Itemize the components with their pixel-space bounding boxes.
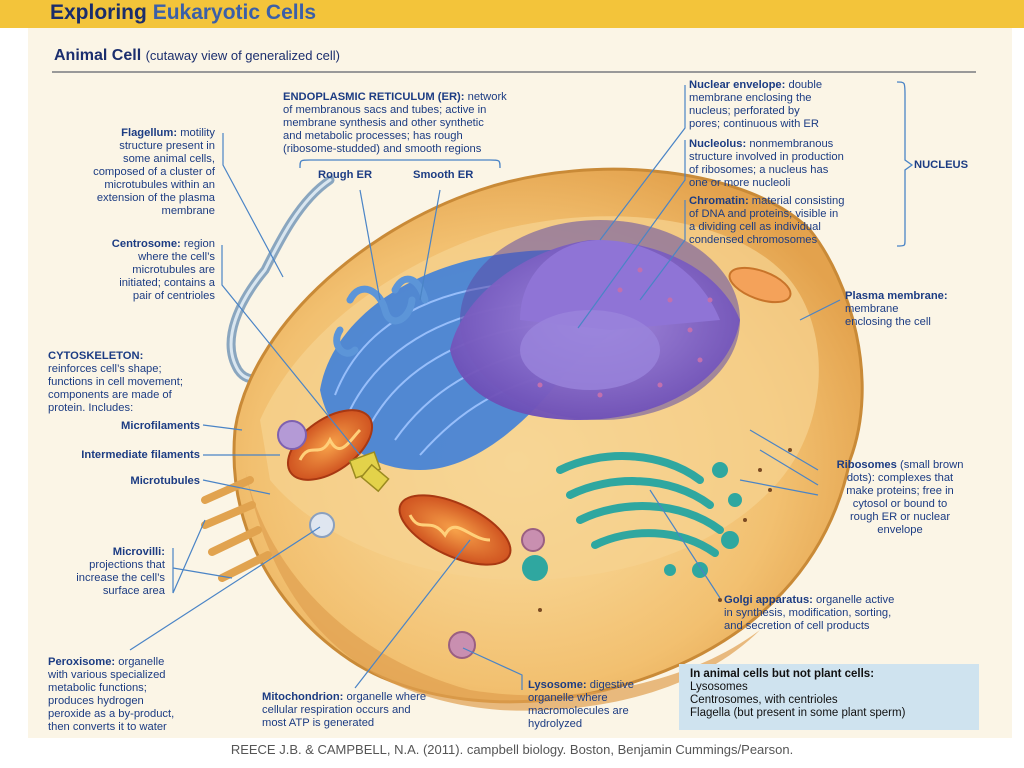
- mitochondrion-label: Mitochondrion: organelle where cellular …: [262, 691, 427, 729]
- nuclear-envelope-label: Nuclear envelope: double membrane enclos…: [689, 79, 823, 130]
- golgi-shape: [556, 452, 724, 557]
- cytoskeleton-label: CYTOSKELETON: reinforces cell’s shape; f…: [48, 350, 183, 414]
- er-label: ENDOPLASMIC RETICULUM (ER): network of m…: [283, 91, 507, 155]
- subtitle-rule: [52, 71, 976, 73]
- microvilli-label: Microvilli: projections that increase th…: [76, 546, 165, 597]
- flagellum-label: Flagellum: motility structure present in…: [93, 127, 215, 217]
- nucleolus-label: Nucleolus: nonmembranous structure invol…: [689, 138, 844, 189]
- info-box: [679, 664, 979, 730]
- rough-er-label: Rough ER: [318, 169, 373, 181]
- intermediate-filaments-label: Intermediate filaments: [81, 449, 200, 461]
- nucleolus-shape: [520, 310, 660, 390]
- chromatin-label: Chromatin: material consisting of DNA an…: [689, 195, 845, 246]
- mitochondrion-shape: [286, 409, 512, 566]
- info-box-text: In animal cells but not plant cells: Lys…: [690, 668, 906, 719]
- nucleus-label: NUCLEUS: [914, 159, 969, 171]
- golgi-label: Golgi apparatus: organelle active in syn…: [724, 594, 895, 632]
- peroxisome-label: Peroxisome: organelle with various speci…: [48, 656, 175, 733]
- plasma-membrane-label: Plasma membrane: membrane enclosing the …: [845, 290, 948, 328]
- microvilli-shapes: [201, 476, 272, 582]
- peroxisome-shape: [309, 512, 335, 538]
- figure-subtitle: Animal Cell (cutaway view of generalized…: [54, 47, 340, 64]
- page-title: Exploring Eukaryotic Cells: [50, 1, 317, 24]
- microtubules-label: Microtubules: [130, 475, 200, 487]
- smooth-er-shape: [333, 275, 429, 357]
- centrosome-shape: [348, 451, 390, 493]
- lysosome-label: Lysosome: digestive organelle where macr…: [528, 679, 634, 730]
- ribosomes-label: Ribosomes (small brown dots): complexes …: [836, 459, 964, 536]
- title-banner: [0, 0, 1024, 28]
- centrosome-label: Centrosome: region where the cell’s micr…: [111, 238, 215, 302]
- lysosome-shape: [448, 631, 476, 659]
- smooth-er-label: Smooth ER: [413, 169, 474, 181]
- microfilaments-label: Microfilaments: [121, 420, 200, 432]
- chromatin-shape: [520, 240, 720, 330]
- credit-line: REECE J.B. & CAMPBELL, N.A. (2011). camp…: [230, 742, 794, 757]
